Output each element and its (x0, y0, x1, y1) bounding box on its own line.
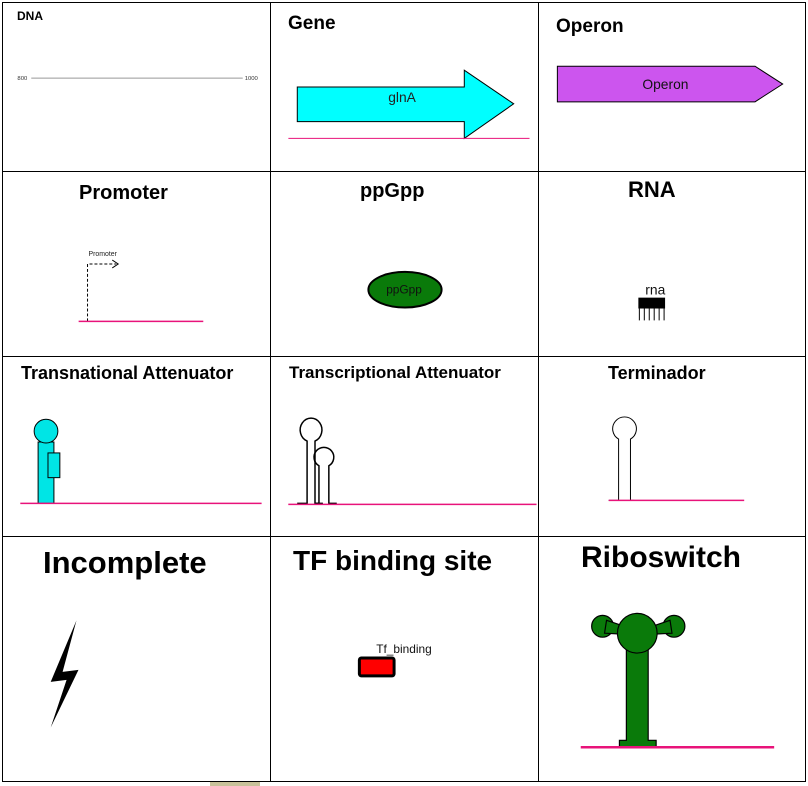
cell-rna: RNA rna (538, 171, 806, 357)
riboswitch-glyph (580, 612, 775, 749)
cell-title: RNA (628, 177, 676, 202)
rna-teeth (638, 308, 665, 321)
cell-gene: Gene glnA (270, 2, 539, 172)
dna-end-label: 1000 (245, 76, 259, 82)
incomplete-glyph (50, 620, 79, 728)
cell-title: Riboswitch (581, 541, 742, 574)
gene-glyph: glnA (288, 69, 530, 140)
translational-attenuator-glyph (20, 418, 262, 505)
cell-promoter: Promoter Promoter (2, 171, 271, 357)
gene-arrow (296, 69, 515, 140)
tf-binding-site-glyph: Tf_binding (357, 642, 432, 678)
cell-incomplete: Incomplete (2, 536, 271, 782)
dna-start-label: 800 (17, 76, 28, 82)
operon-arrow (556, 65, 784, 103)
dna-glyph: 800 1000 (17, 76, 259, 82)
transcriptional-hairpin-2 (313, 446, 337, 505)
tf-binding-box (357, 656, 396, 678)
cell-title: Incomplete (43, 545, 207, 580)
terminator-hairpin (608, 416, 637, 501)
gene-label: glnA (388, 89, 416, 105)
riboswitch-stem (618, 647, 657, 748)
transcriptional-hairpin-1 (297, 417, 323, 505)
promoter-label: Promoter (89, 251, 118, 258)
cell-translational-attenuator: Transnational Attenuator (2, 356, 271, 537)
tf-binding-label: Tf_binding (376, 642, 432, 656)
riboswitch-head (616, 612, 658, 654)
cell-dna: DNA 800 1000 (2, 2, 271, 172)
rna-bar (638, 297, 666, 309)
cell-tf-binding-site: TF binding site Tf_binding (270, 536, 539, 782)
cell-title: DNA (17, 9, 43, 23)
cell-title: ppGpp (360, 180, 425, 202)
cell-terminator: Terminador (538, 356, 806, 537)
promoter-glyph: Promoter (78, 251, 204, 323)
cell-operon: Operon Operon (538, 2, 806, 172)
cell-title: Transcriptional Attenuator (289, 363, 501, 382)
cell-transcriptional-attenuator: Transcriptional Attenuator (270, 356, 539, 537)
lightning-bolt-icon (50, 620, 79, 728)
translational-box (47, 452, 61, 479)
cell-title: Gene (288, 13, 336, 34)
promoter-arrow (87, 263, 117, 322)
cell-title: Promoter (79, 182, 168, 204)
transcriptional-attenuator-glyph (288, 417, 537, 506)
ppgpp-label: ppGpp (386, 283, 422, 297)
cell-title: TF binding site (293, 545, 493, 576)
ppgpp-ellipse (367, 270, 443, 309)
cell-title: Operon (556, 16, 624, 37)
terminator-glyph (608, 416, 745, 502)
operon-glyph: Operon (556, 65, 784, 103)
ppgpp-glyph: ppGpp (367, 270, 443, 309)
translational-loop (33, 418, 59, 444)
promoter-arrowhead (111, 259, 120, 269)
cell-riboswitch: Riboswitch (538, 536, 806, 782)
operon-label: Operon (642, 76, 688, 92)
cell-ppgpp: ppGpp ppGpp (270, 171, 539, 357)
rna-glyph: rna (638, 282, 666, 321)
cell-title: Terminador (608, 363, 706, 383)
bottom-marker (210, 782, 260, 786)
cell-title: Transnational Attenuator (21, 363, 234, 383)
rna-label: rna (645, 282, 665, 298)
